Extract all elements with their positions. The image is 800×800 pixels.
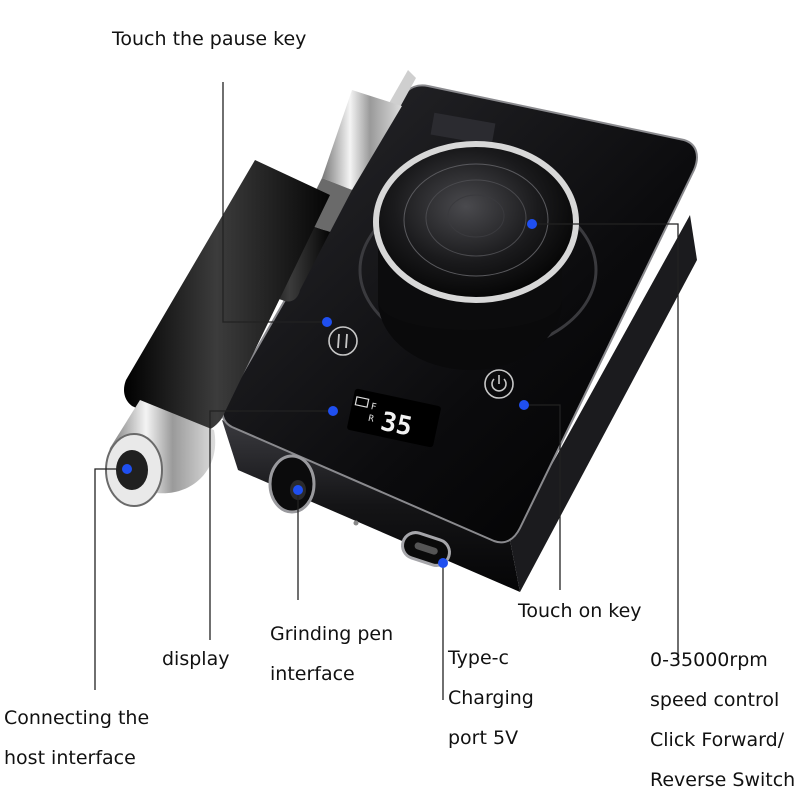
label-touch-on-key: Touch on key	[518, 600, 642, 622]
display-f: F	[370, 402, 377, 413]
grinding-line-2: interface	[270, 663, 355, 685]
label-grinding-pen: Grinding pen interface	[270, 614, 393, 694]
top-window	[430, 112, 496, 146]
leader-speed	[532, 223, 679, 660]
host-line-2: host interface	[4, 747, 136, 769]
label-type-c: Type-c Charging port 5V	[448, 638, 534, 758]
device-side-right	[510, 215, 697, 592]
leader-host	[94, 468, 127, 690]
pause-icon	[328, 326, 358, 356]
label-display: display	[162, 648, 230, 670]
leader-pause	[222, 82, 327, 323]
power-icon	[484, 369, 514, 399]
digital-display	[347, 388, 441, 448]
display-r: R	[367, 414, 375, 425]
leader-lines	[94, 82, 679, 700]
speed-line-1: 0-35000rpm	[650, 649, 768, 671]
dot-display	[328, 406, 338, 416]
speed-line-2: speed control	[650, 689, 780, 711]
display-digits: 35	[378, 407, 415, 443]
dot-grinding	[293, 485, 303, 495]
label-host-interface: Connecting the host interface	[4, 698, 149, 778]
leader-power	[524, 404, 561, 590]
label-speed-control: 0-35000rpm speed control Click Forward/ …	[650, 640, 795, 800]
display-readout: F R 35	[367, 402, 415, 443]
dot-pause	[322, 317, 332, 327]
grinding-line-1: Grinding pen	[270, 623, 394, 645]
dot-typec	[438, 558, 448, 568]
speed-line-3: Click Forward/	[650, 729, 785, 751]
typec-line-2: Charging	[448, 687, 534, 709]
dot-power	[519, 400, 529, 410]
dot-speed	[527, 219, 537, 229]
leader-display	[209, 410, 333, 640]
host-line-1: Connecting the	[4, 707, 150, 729]
pointer-dots	[122, 219, 537, 568]
dot-host	[122, 464, 132, 474]
label-pause-key: Touch the pause key	[112, 28, 307, 50]
handpiece-pen	[105, 70, 416, 507]
typec-line-3: port 5V	[448, 727, 519, 749]
speed-line-4: Reverse Switch	[650, 769, 796, 791]
typec-line-1: Type-c	[448, 647, 509, 669]
speed-knob	[373, 141, 579, 303]
